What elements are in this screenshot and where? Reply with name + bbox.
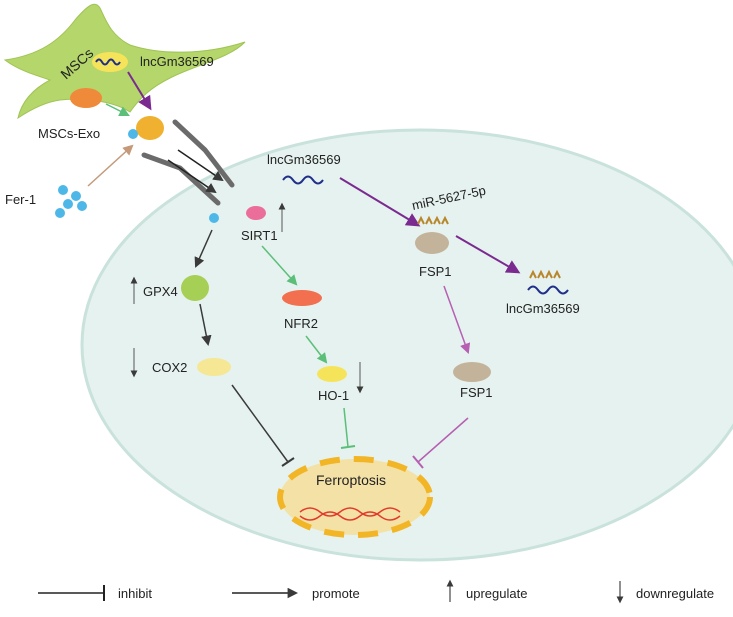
arrow-drop-to-gpx4 (194, 229, 213, 268)
arrow-nfr2-to-ho1 (305, 335, 328, 364)
inhibit-cox2-to-ferroptosis (231, 384, 289, 463)
sirt1-node (246, 206, 266, 220)
exosome-icon (136, 116, 164, 140)
mscs-exo-label: MSCs-Exo (38, 126, 100, 141)
intracellular-drop (209, 213, 219, 223)
arrow-gpx4-to-cox2 (199, 303, 212, 347)
legend-downregulate-label: downregulate (636, 586, 714, 601)
ferroptosis-label: Ferroptosis (316, 472, 386, 488)
membrane-transport-arrows (167, 149, 224, 194)
inhibit-cox2-bar (281, 457, 295, 467)
legend-inhibit-label: inhibit (118, 586, 152, 601)
legend-upregulate-label: upregulate (466, 586, 527, 601)
lnc-top-label: lncGm36569 (140, 54, 214, 69)
nfr2-node (282, 290, 322, 306)
sirt1-label: SIRT1 (241, 228, 278, 243)
rna-strand-icon (527, 285, 569, 295)
exosome-blue-drop (128, 129, 138, 139)
arrow-sirt1-to-nfr2 (261, 245, 298, 286)
fsp1-label-a: FSP1 (419, 264, 452, 279)
nfr2-label: NFR2 (284, 316, 318, 331)
ho1-node (317, 366, 347, 382)
msc-exosome (70, 88, 102, 108)
arrow-exo-to-membrane (105, 103, 130, 116)
inhibit-fsp1-bar (412, 455, 424, 469)
arrow-lnc-to-exo (127, 71, 152, 111)
legend: inhibit promote upregulate downregulate (38, 579, 714, 604)
cox2-node (197, 358, 231, 376)
gpx4-label: GPX4 (143, 284, 178, 299)
fer1-molecule-icon (55, 185, 87, 218)
ho1-label: HO-1 (318, 388, 349, 403)
mirna-strand-icon (417, 215, 449, 225)
arrow-fsp1-to-fsp1 (443, 285, 471, 354)
cox2-label: COX2 (152, 360, 187, 375)
lnc-cell-label: lncGm36569 (267, 152, 341, 167)
lnc-vesicle (92, 52, 128, 72)
fsp1-label-b: FSP1 (460, 385, 493, 400)
lnc-right-label: lncGm36569 (506, 301, 580, 316)
cell-body (80, 128, 733, 562)
inhibit-fsp1-to-ferroptosis (417, 417, 469, 463)
inhibit-ho1-to-ferroptosis (343, 407, 349, 448)
legend-promote-label: promote (312, 586, 360, 601)
ferroptosis-body (280, 459, 430, 535)
rna-strand-icon (282, 175, 324, 185)
rna-strand-icon (95, 58, 121, 66)
arrow-lnc-to-fsp1 (339, 177, 421, 227)
arrow-fsp1-to-right (455, 235, 521, 274)
mirna-strand-icon (529, 269, 561, 279)
fer1-label: Fer-1 (5, 192, 36, 207)
arrow-fer1-to-exo (87, 144, 134, 187)
gpx4-node (181, 275, 209, 301)
fsp1-node-a (415, 232, 449, 254)
inhibit-ho1-bar (340, 445, 356, 449)
ferroptosis-dashed-border (277, 456, 433, 538)
dna-strand-icon (299, 507, 401, 521)
fsp1-node-b (453, 362, 491, 382)
